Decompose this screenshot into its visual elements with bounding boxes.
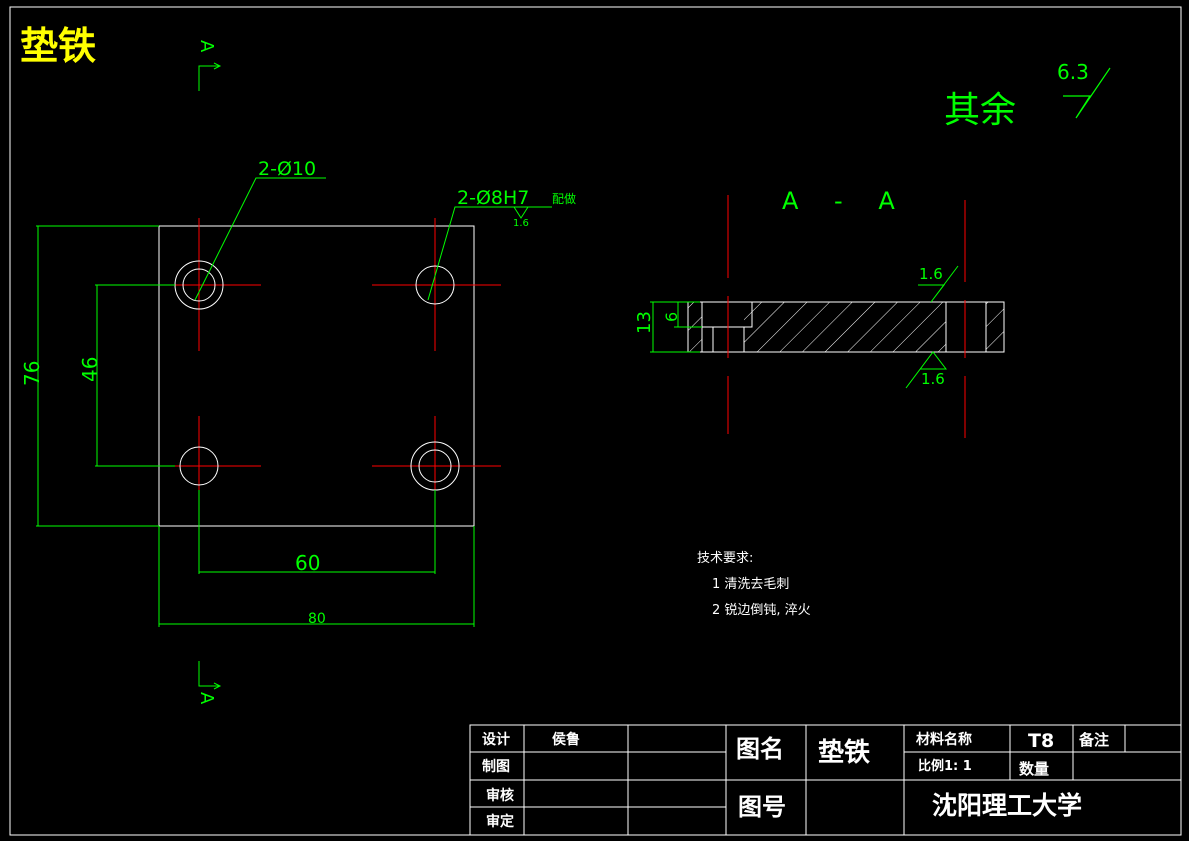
leader-hole-large xyxy=(194,177,326,301)
section-hatch-main xyxy=(744,302,946,352)
section-marker-bottom xyxy=(198,661,222,690)
roughness-hole-symbol xyxy=(513,206,529,219)
tb-number-label: 图号 xyxy=(738,793,786,821)
roughness-section-top: 1.6 xyxy=(919,265,943,283)
roughness-section-top-symbol xyxy=(918,265,959,303)
dimension-76: 76 xyxy=(20,361,44,386)
tech-heading: 技术要求: xyxy=(697,551,753,566)
tb-quantity-label: 数量 xyxy=(1019,760,1049,778)
title-block-grid xyxy=(469,724,1182,836)
section-title: A - A xyxy=(782,187,909,215)
centerlines-front xyxy=(133,218,501,527)
label-hole-small-note: 配做 xyxy=(552,191,576,206)
dimension-line-13 xyxy=(650,301,702,353)
dimension-line-46 xyxy=(95,284,175,467)
dimension-80: 80 xyxy=(308,611,326,627)
section-hatch-right xyxy=(986,302,1004,352)
tb-designer: 侯鲁 xyxy=(552,731,580,748)
roughness-section-bottom-symbol xyxy=(905,351,948,389)
hole-top-right xyxy=(415,265,455,305)
label-hole-small: 2-Ø8H7 xyxy=(457,187,529,209)
tech-item-1: 1 清洗去毛刺 xyxy=(712,577,789,592)
dimension-line-80 xyxy=(158,526,475,627)
roughness-hole-value: 1.6 xyxy=(513,218,529,229)
section-letter-top: A xyxy=(196,40,217,53)
tb-school: 沈阳理工大学 xyxy=(932,791,1082,820)
roughness-general-label: 其余 xyxy=(944,90,1016,131)
dimension-60: 60 xyxy=(295,551,320,575)
tb-approve-label: 审定 xyxy=(486,813,514,830)
dimension-line-60 xyxy=(198,490,436,574)
dimension-46: 46 xyxy=(78,357,102,382)
tb-material-value: T8 xyxy=(1028,730,1054,752)
tb-design-label: 设计 xyxy=(482,731,510,748)
roughness-general-value: 6.3 xyxy=(1057,60,1089,84)
hole-bottom-left xyxy=(179,446,219,486)
roughness-section-bottom: 1.6 xyxy=(921,370,945,388)
section-outline xyxy=(687,301,1005,353)
dimension-line-76 xyxy=(36,225,159,527)
tb-name-value: 垫铁 xyxy=(818,737,870,768)
sheet-border xyxy=(9,6,1182,836)
tb-drawing-label: 制图 xyxy=(482,758,510,775)
tb-name-label: 图名 xyxy=(736,735,784,763)
tb-review-label: 审核 xyxy=(486,787,514,804)
plate-outline xyxy=(158,225,475,527)
section-letter-bottom: A xyxy=(196,692,217,705)
centerlines-section xyxy=(727,195,966,438)
tb-scale-label: 比例1: 1 xyxy=(918,758,972,774)
leader-hole-small xyxy=(427,206,552,301)
label-hole-large: 2-Ø10 xyxy=(258,158,316,180)
dimension-13: 13 xyxy=(634,311,655,334)
section-marker-top xyxy=(198,62,222,91)
dimension-6: 6 xyxy=(662,312,681,322)
roughness-general-symbol xyxy=(1063,67,1111,119)
tb-material-label: 材料名称 xyxy=(916,731,972,748)
tb-remark-label: 备注 xyxy=(1078,731,1109,749)
drawing-title: 垫铁 xyxy=(20,24,96,68)
tech-item-2: 2 锐边倒钝, 淬火 xyxy=(712,603,811,618)
